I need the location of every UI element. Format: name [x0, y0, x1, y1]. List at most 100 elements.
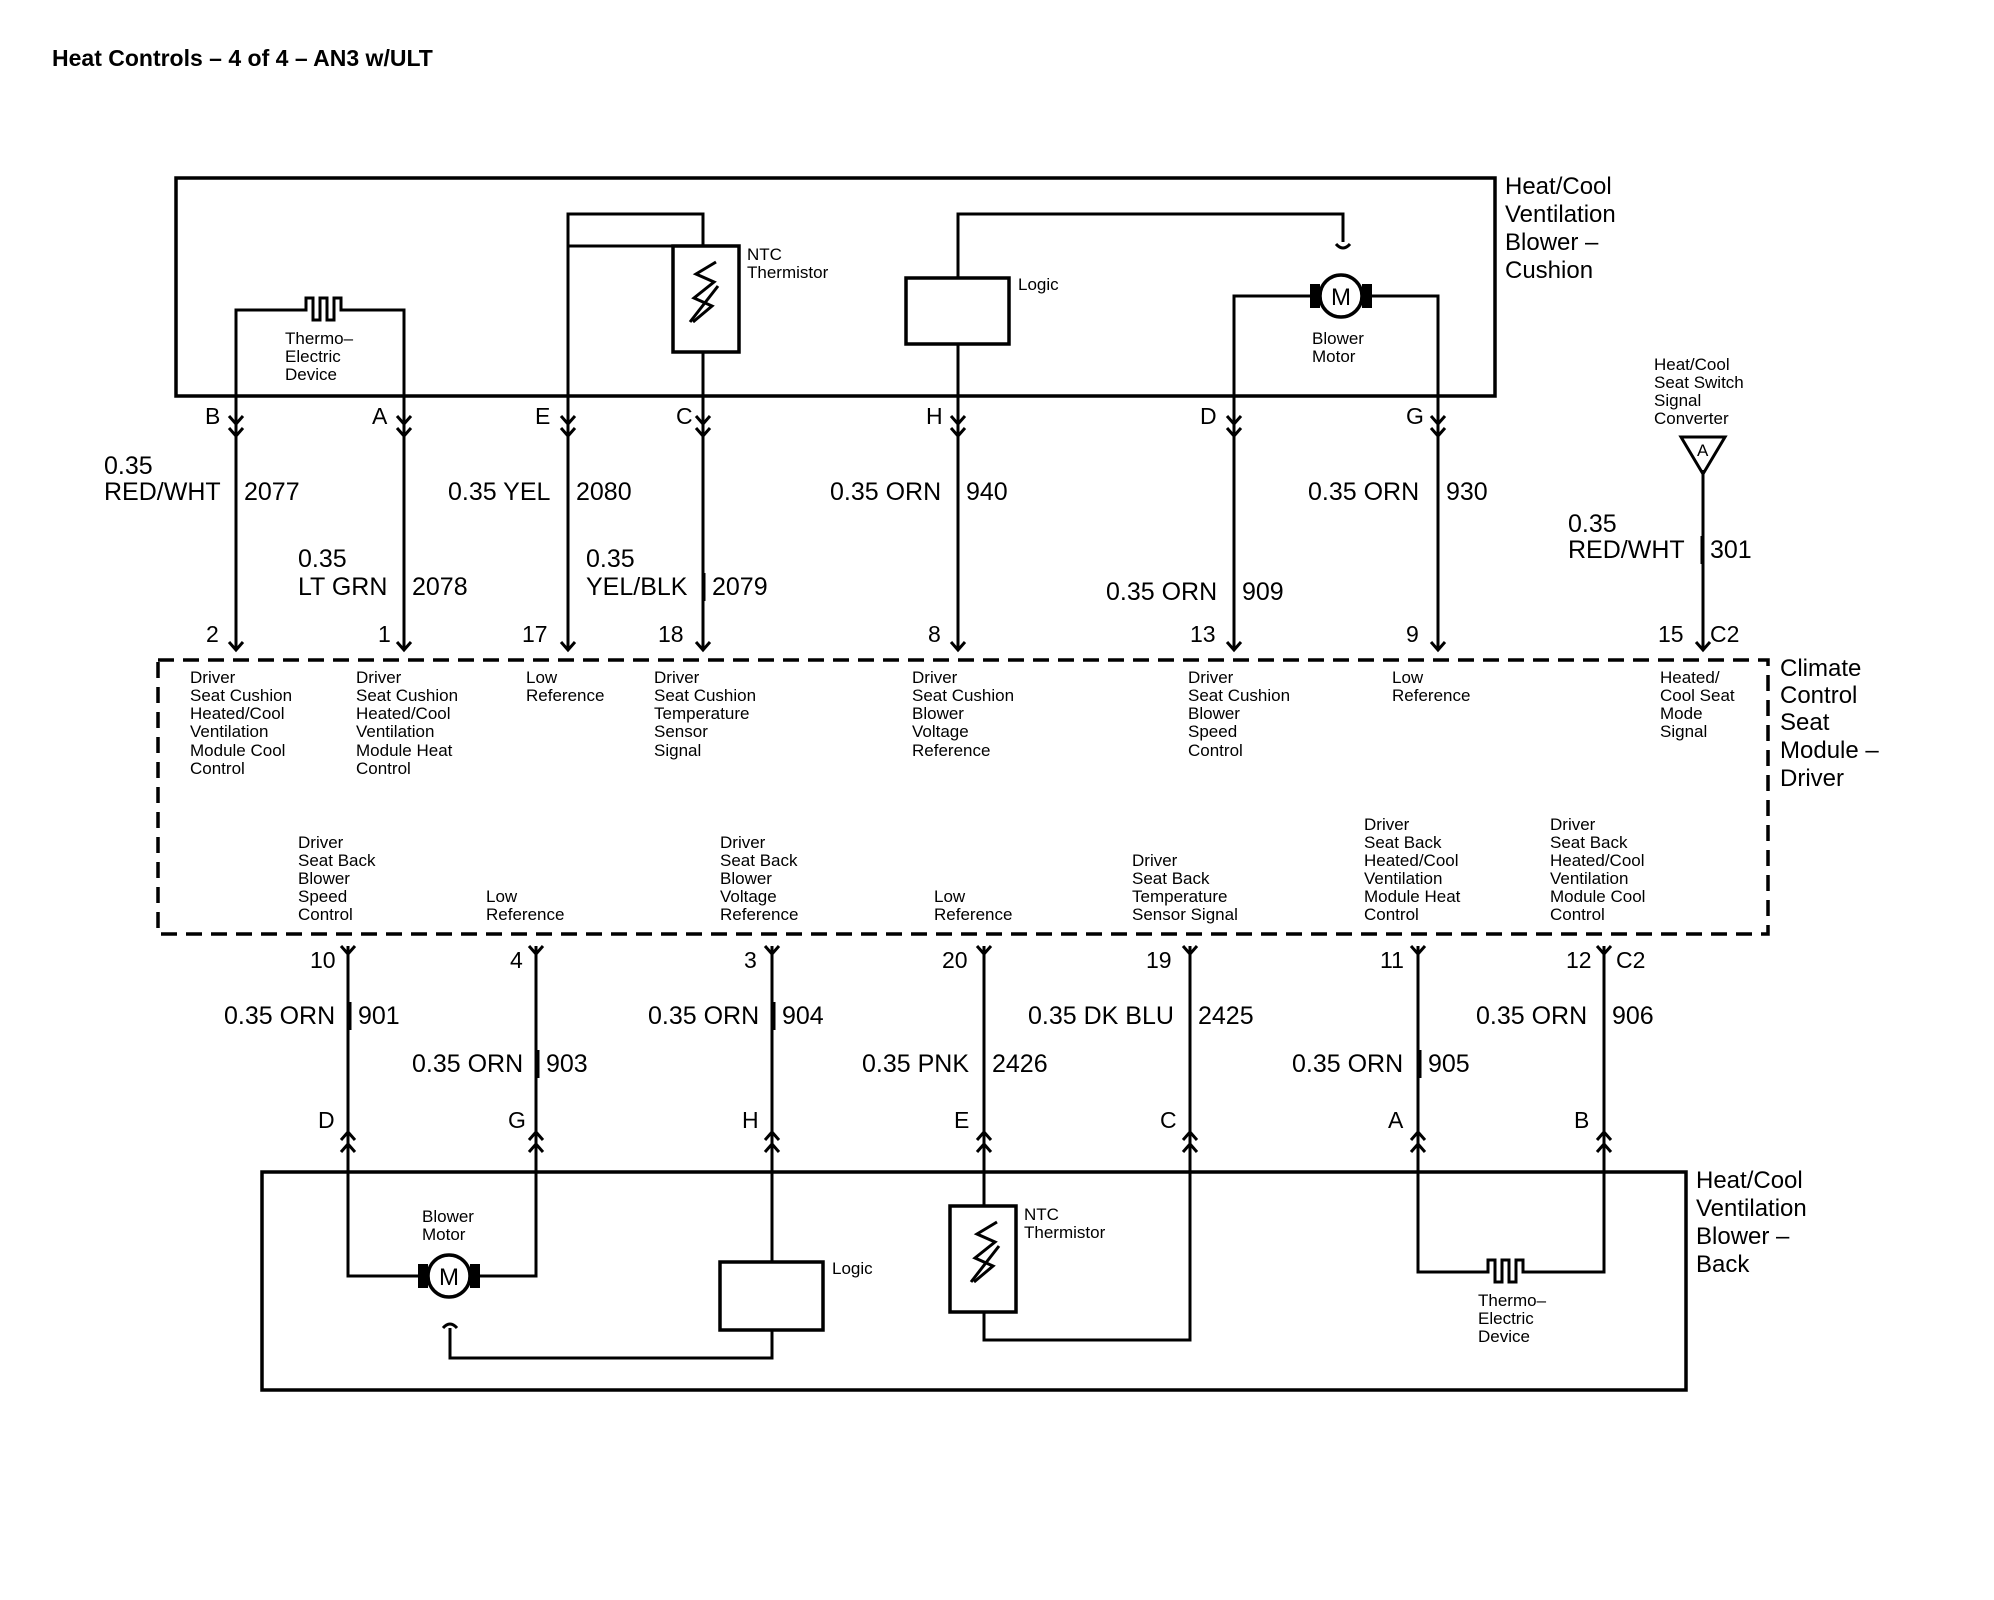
svg-text:B: B [1574, 1107, 1589, 1133]
cushion-connector-pins: B A E C H D G [205, 403, 1424, 429]
svg-text:D: D [1200, 403, 1217, 429]
svg-text:10: 10 [310, 947, 336, 973]
svg-text:M: M [439, 1264, 459, 1291]
wire-905-circuit: 905 [1428, 1050, 1470, 1078]
cushion-thermo-electric-device: Thermo– Electric Device [234, 296, 406, 412]
wire-2080-label: 0.35 YEL [448, 478, 551, 506]
wire-2426-label: 0.35 PNK [862, 1050, 969, 1078]
wire-909-circuit: 909 [1242, 578, 1284, 606]
cushion-wire-e-loop [566, 212, 705, 412]
svg-text:A: A [372, 403, 388, 429]
svg-text:H: H [926, 403, 943, 429]
svg-text:Heat/Cool Seat Switch: Heat/Cool Seat Switch Signal Converter [1654, 355, 1749, 428]
svg-text:C: C [1160, 1107, 1177, 1133]
wire-901-label: 0.35 ORN [224, 1002, 335, 1030]
wire-906-label: 0.35 ORN [1476, 1002, 1587, 1030]
wire-2425-label: 0.35 DK BLU [1028, 1002, 1174, 1030]
svg-text:2: 2 [206, 621, 219, 647]
wire-301-gauge: 0.35 [1568, 510, 1617, 538]
svg-text:13: 13 [1190, 621, 1216, 647]
back-connector-marks [339, 1129, 1613, 1153]
svg-text:Logic: Logic [1018, 275, 1059, 294]
cushion-blower-box [174, 176, 1497, 398]
module-bottom-pin-marks [339, 945, 1613, 957]
upper-wire-harness [234, 396, 1705, 650]
back-connector-pins: D G H E C A B [318, 1107, 1589, 1133]
svg-text:3: 3 [744, 947, 757, 973]
cushion-connector-marks [227, 415, 1447, 439]
svg-text:4: 4 [510, 947, 523, 973]
svg-text:1: 1 [378, 621, 391, 647]
upper-wire-labels: 0.35 RED/WHT 2077 0.35 LT GRN 2078 0.35 … [104, 452, 1752, 606]
svg-text:NTC Thermistor: NTC Thermistor [1024, 1205, 1106, 1242]
wire-906-circuit: 906 [1612, 1002, 1654, 1030]
cushion-blower-motor: M Blower Motor [1232, 273, 1440, 412]
svg-text:17: 17 [522, 621, 548, 647]
wire-909-label: 0.35 ORN [1106, 578, 1217, 606]
svg-text:Thermo– Electric D: Thermo– Electric Device [285, 329, 358, 384]
wire-2080-circuit: 2080 [576, 478, 632, 506]
wire-2077-gauge: 0.35 [104, 452, 153, 480]
cushion-blower-name: Heat/Cool Ventilation Blower – Cushion [1505, 173, 1622, 284]
svg-text:E: E [535, 403, 550, 429]
svg-text:15: 15 [1658, 621, 1684, 647]
wire-301-color: RED/WHT [1568, 536, 1685, 564]
wire-904-label: 0.35 ORN [648, 1002, 759, 1030]
back-blower-motor: M Blower Motor [346, 1170, 774, 1360]
page-title: Heat Controls – 4 of 4 – AN3 w/ULT [52, 45, 433, 71]
wire-940-circuit: 940 [966, 478, 1008, 506]
svg-text:C2: C2 [1616, 947, 1645, 973]
svg-text:M: M [1331, 284, 1351, 311]
svg-text:B: B [205, 403, 220, 429]
cushion-ntc-thermistor: NTC Thermistor [566, 214, 829, 412]
svg-text:8: 8 [928, 621, 941, 647]
svg-text:11: 11 [1380, 947, 1404, 973]
wire-930-circuit: 930 [1446, 478, 1488, 506]
module-top-pin-numbers: 2 1 17 18 8 13 9 15 C2 [206, 621, 1739, 647]
upper-wire-separators [234, 478, 1704, 1078]
wire-2078-color: LT GRN [298, 573, 387, 601]
svg-text:C: C [676, 403, 693, 429]
back-blower-box [260, 1170, 1688, 1392]
back-logic-module: Logic [718, 1170, 873, 1332]
wire-301-circuit: 301 [1710, 536, 1752, 564]
wire-2079-circuit: 2079 [712, 573, 768, 601]
wire-2425-circuit: 2425 [1198, 1002, 1254, 1030]
svg-text:A: A [1697, 441, 1709, 460]
svg-text:NTC Thermistor: NTC Thermistor [747, 245, 829, 282]
svg-text:Blower Motor: Blower Motor [422, 1207, 479, 1244]
wire-2077-circuit: 2077 [244, 478, 300, 506]
wire-2078-circuit: 2078 [412, 573, 468, 601]
svg-text:19: 19 [1146, 947, 1172, 973]
wire-901-circuit: 901 [358, 1002, 400, 1030]
wire-2079-gauge: 0.35 [586, 545, 635, 573]
svg-text:G: G [508, 1107, 526, 1133]
lower-wire-labels: 0.35 ORN 901 0.35 ORN 903 0.35 ORN 904 0… [224, 1002, 1654, 1078]
svg-text:C2: C2 [1710, 621, 1739, 647]
wire-904-circuit: 904 [782, 1002, 824, 1030]
cushion-logic-module: Logic [904, 212, 1352, 412]
svg-text:Blower Motor: Blower Motor [1312, 329, 1369, 366]
svg-text:Logic: Logic [832, 1259, 873, 1278]
svg-text:H: H [742, 1107, 759, 1133]
wire-2079-color: YEL/BLK [586, 573, 688, 601]
module-bottom-pin-numbers: 10 4 3 20 19 11 12 C2 [310, 947, 1645, 973]
seat-switch-signal-converter: Heat/Cool Seat Switch Signal Converter A [1654, 355, 1749, 477]
wire-2077-color: RED/WHT [104, 478, 221, 506]
back-thermo-electric-device: Thermo– Electric Device [1416, 1170, 1606, 1346]
wire-940-label: 0.35 ORN [830, 478, 941, 506]
wire-905-label: 0.35 ORN [1292, 1050, 1403, 1078]
